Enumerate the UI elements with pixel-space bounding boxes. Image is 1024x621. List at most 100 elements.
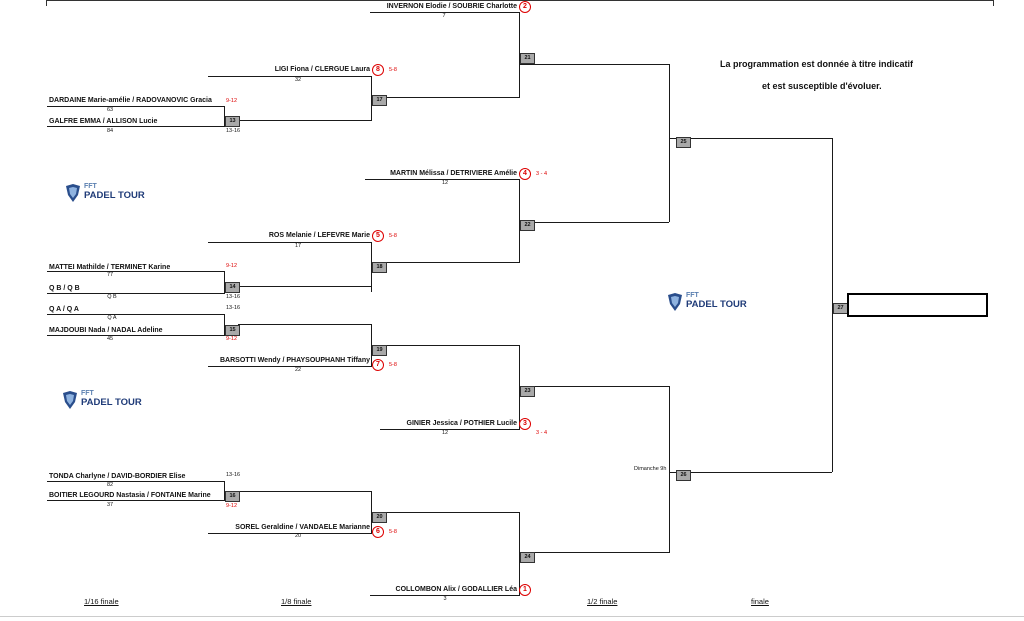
team-name: MATTEI Mathilde / TERMINET Karine: [49, 264, 171, 271]
team-range: 13-16: [226, 294, 241, 300]
match-box-25: 25: [676, 137, 691, 148]
team-rank: 12: [441, 430, 449, 436]
bracket-line: [365, 179, 519, 180]
fft-padel-logo-3: FFT PADEL TOUR: [666, 292, 776, 314]
seed-badge: 7: [372, 359, 384, 371]
bracket-line: [519, 179, 520, 263]
seed-range: 5-8: [389, 233, 397, 239]
notice-line-1: La programmation est donnée à titre indi…: [720, 59, 914, 69]
bracket-line: [519, 222, 669, 223]
team-rank: 77: [106, 272, 114, 278]
seed-badge: 8: [372, 64, 384, 76]
round-label-1-8: 1/8 finale: [281, 597, 312, 606]
match-box-13: 13: [225, 116, 240, 127]
bracket-line: [47, 271, 225, 272]
bracket-line: [519, 386, 670, 387]
round-label-1-2: 1/2 finale: [587, 597, 618, 606]
page-bottom-border: [0, 616, 1024, 617]
team-name: GINIER Jessica / POTHIER Lucile: [406, 420, 517, 427]
bracket-line: [238, 120, 372, 121]
fft-padel-logo-2: FFT PADEL TOUR: [61, 390, 171, 412]
padel-racket-icon: [668, 293, 682, 311]
bracket-line: [224, 481, 225, 501]
seed-range: 3 - 4: [536, 171, 548, 177]
team-name: MARTIN Mélissa / DETRIVIERE Amélie: [390, 170, 517, 177]
bracket-line: [669, 472, 832, 473]
padel-racket-icon: [63, 391, 77, 409]
bracket-line: [371, 512, 519, 513]
team-range: 13-16: [226, 128, 241, 134]
logo-brand-top: FFT: [81, 390, 94, 397]
bracket-line: [370, 595, 520, 596]
match-box-15: 15: [225, 325, 240, 336]
team-name: GALFRE EMMA / ALLISON Lucie: [49, 118, 158, 125]
frame-top-line: [46, 0, 994, 1]
match-26-schedule: Dimanche 9h: [634, 466, 667, 472]
round-label-final: finale: [751, 597, 769, 606]
seed-range: 3 - 4: [536, 430, 548, 436]
team-rank: 7: [442, 13, 446, 19]
bracket-line: [47, 314, 225, 315]
bracket-line: [208, 76, 371, 77]
bracket-line: [519, 64, 670, 65]
seed-badge: 5: [372, 230, 384, 242]
bracket-line: [208, 533, 372, 534]
team-range: 13-16: [226, 472, 241, 478]
team-rank: 84: [106, 128, 114, 134]
match-box-19: 19: [372, 345, 387, 356]
team-rank: 3: [443, 596, 447, 602]
match-box-27: 27: [833, 303, 848, 314]
round-label-1-16: 1/16 finale: [84, 597, 119, 606]
seed-range: 5-8: [389, 529, 397, 535]
bracket-line: [371, 242, 372, 292]
seed-badge: 3: [519, 418, 531, 430]
match-box-20: 20: [372, 512, 387, 523]
bracket-line: [380, 429, 520, 430]
team-range: 9-12: [226, 263, 238, 269]
bracket-line: [47, 335, 225, 336]
team-range: 13-16: [226, 305, 241, 311]
match-box-18: 18: [372, 262, 387, 273]
bracket-line: [371, 76, 372, 99]
team-name: INVERNON Elodie / SOUBRIE Charlotte: [386, 3, 517, 10]
team-rank: 45: [106, 336, 114, 342]
bracket-line: [238, 491, 372, 492]
bracket-line: [238, 286, 372, 287]
team-name: SOREL Geraldine / VANDAELE Marianne: [235, 524, 370, 531]
bracket-line: [224, 314, 225, 336]
logo-brand-bottom: PADEL TOUR: [686, 299, 747, 310]
logo-brand-top: FFT: [84, 183, 97, 190]
frame-left-edge: [46, 0, 47, 6]
bracket-line: [519, 12, 520, 97]
logo-brand-top: FFT: [686, 292, 699, 299]
team-range: 9-12: [226, 503, 238, 509]
padel-racket-icon: [66, 184, 80, 202]
fft-padel-logo-1: FFT PADEL TOUR: [64, 183, 174, 205]
champion-box: [847, 293, 988, 317]
bracket-line: [224, 271, 225, 294]
team-rank: 37: [106, 502, 114, 508]
bracket-line: [208, 242, 372, 243]
team-rank: 22: [294, 367, 302, 373]
team-range: 9-12: [226, 336, 238, 342]
team-name: DARDAINE Marie-amélie / RADOVANOVIC Grac…: [49, 97, 212, 104]
team-rank: Q B: [107, 294, 117, 300]
bracket-line: [371, 97, 372, 121]
team-rank: 82: [106, 482, 114, 488]
team-rank: 32: [294, 77, 302, 83]
bracket-line: [832, 138, 833, 472]
seed-range: 5-8: [389, 362, 397, 368]
bracket-line: [669, 138, 832, 139]
team-name: Q B / Q B: [49, 285, 80, 292]
team-rank: 12: [441, 180, 449, 186]
bracket-line: [519, 512, 520, 595]
bracket-line: [238, 324, 372, 325]
notice-line-2: et est susceptible d'évoluer.: [762, 81, 882, 91]
team-name: MAJDOUBI Nada / NADAL Adeline: [49, 327, 163, 334]
team-name: Q A / Q A: [49, 306, 79, 313]
bracket-line: [669, 386, 670, 552]
bracket-line: [519, 345, 520, 430]
team-name: LIGI Fiona / CLERGUE Laura: [274, 66, 370, 73]
seed-badge: 4: [519, 168, 531, 180]
bracket-line: [47, 106, 225, 107]
